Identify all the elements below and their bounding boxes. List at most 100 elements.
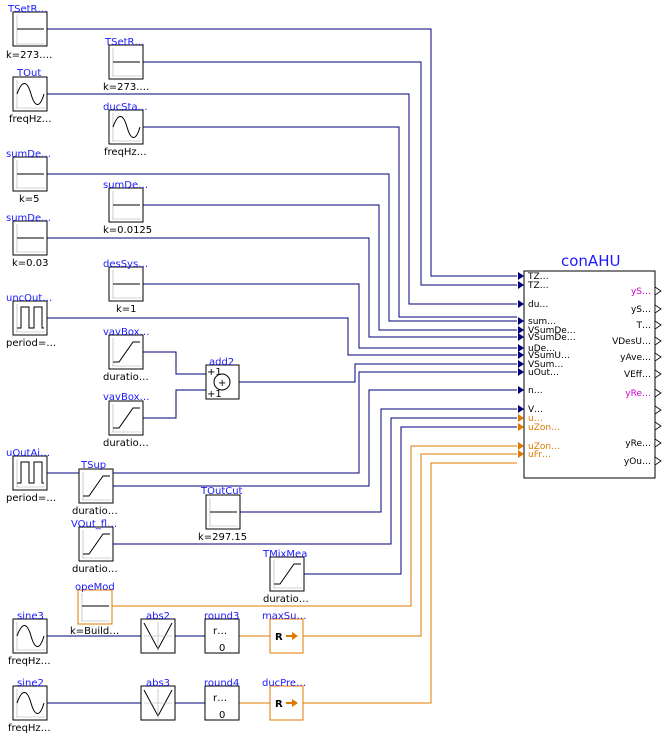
conahu-input-port[interactable]	[518, 442, 524, 450]
block-sine2[interactable]: sine2 freqHz…	[8, 678, 51, 734]
block-name: sumDe…	[6, 213, 51, 224]
conahu-input-port[interactable]	[518, 272, 524, 280]
block-name: TSup	[80, 460, 106, 471]
conahu-input-port[interactable]	[518, 360, 524, 368]
conahu-input-label: V…	[528, 405, 543, 415]
block-opemod[interactable]: opeMod k=Build…	[70, 582, 119, 637]
conahu-input-port[interactable]	[518, 423, 524, 431]
block-round4[interactable]: r… 0 round4	[204, 678, 240, 721]
conahu-output-port[interactable]	[654, 286, 662, 296]
conahu-output-port[interactable]	[654, 456, 662, 466]
conahu-output-label: yOu…	[624, 457, 651, 467]
conahu-input-port[interactable]	[518, 281, 524, 289]
block-add2[interactable]: + +1 +1 add2	[205, 357, 240, 400]
conahu-input-port[interactable]	[518, 344, 524, 352]
conahu-output-port[interactable]	[654, 369, 662, 379]
block-uoutair[interactable]: uOutAi… period=…	[6, 448, 56, 504]
conahu-input-port[interactable]	[518, 351, 524, 359]
wire-tsetroo2	[143, 61, 517, 286]
block-name: round4	[204, 678, 239, 689]
block-sumdes1[interactable]: sumDe… k=5	[6, 149, 51, 205]
block-vavbox2[interactable]: vavBox… duratio…	[103, 392, 150, 449]
wire-uoutair	[47, 371, 517, 474]
wire-ducsta	[143, 126, 517, 318]
conahu-output-label: VDesU…	[612, 337, 651, 347]
block-ducsta[interactable]: ducSta… freqHz…	[103, 102, 148, 158]
block-sumdes3[interactable]: sumDe… k=0.03	[6, 213, 51, 269]
conahu-inputs: TZ…TZ…du…sum…VSumDe…VSumDe…uDe…VSumU…VSu…	[518, 272, 576, 460]
conahu-input-port[interactable]	[518, 386, 524, 394]
block-name: abs2	[146, 611, 170, 622]
conahu-input-port[interactable]	[518, 368, 524, 376]
conahu-output-port[interactable]	[654, 388, 662, 398]
block-param: freqHz…	[104, 147, 147, 158]
block-voutflow[interactable]: VOut_fl… duratio…	[71, 519, 118, 575]
conahu-input-port[interactable]	[518, 450, 524, 458]
block-param: period=…	[6, 493, 56, 504]
conahu-output-label: VEff…	[624, 370, 651, 380]
conahu-input-label: n…	[528, 386, 543, 396]
block-param: k=273.…	[103, 82, 149, 93]
conahu-input-port[interactable]	[518, 414, 524, 422]
conahu-output-port[interactable]	[654, 421, 662, 431]
ducpre-symbol: R	[275, 699, 283, 710]
block-tsetroo1[interactable]: TSetR… k=273.…	[6, 4, 52, 61]
block-dessys[interactable]: desSys… k=1	[103, 259, 148, 315]
conahu-output-port[interactable]	[654, 352, 662, 362]
block-name: TSetR…	[104, 37, 144, 48]
block-sumdes2[interactable]: sumDe… k=0.0125	[103, 180, 152, 236]
conahu-output-port[interactable]	[654, 320, 662, 330]
add2-input2-sign: +1	[207, 389, 222, 400]
block-tout[interactable]: TOut freqHz…	[9, 68, 52, 125]
conahu-input-port[interactable]	[518, 405, 524, 413]
wire-dessys	[143, 283, 517, 349]
conahu-input-label: uDe…	[528, 344, 555, 354]
conahu-input-label: du…	[528, 300, 548, 310]
block-toutcut[interactable]: TOutCut k=297.15	[198, 486, 247, 543]
block-round3[interactable]: r… 0 round3	[204, 611, 240, 654]
block-name: vavBox…	[103, 327, 150, 338]
conahu-input-port[interactable]	[518, 333, 524, 341]
wire-vavbox1	[143, 351, 206, 375]
block-param: duratio…	[103, 438, 149, 449]
conahu-outputs: yS…yS…T…VDesU…yAve…VEff…yRe…yRe…yOu…	[612, 286, 662, 467]
conahu-input-port[interactable]	[518, 317, 524, 325]
conahu-output-port[interactable]	[654, 304, 662, 314]
conahu-input-port[interactable]	[518, 300, 524, 308]
block-tsup[interactable]: TSup duratio…	[72, 460, 118, 517]
block-vavbox1[interactable]: vavBox… duratio…	[103, 327, 150, 383]
conahu-input-port[interactable]	[518, 326, 524, 334]
conahu-output-label: yRe…	[625, 439, 651, 449]
block-abs3[interactable]: abs3	[140, 678, 176, 721]
conahu-output-port[interactable]	[654, 405, 662, 415]
conahu-title: conAHU	[561, 252, 620, 270]
conahu-output-port[interactable]	[654, 336, 662, 346]
block-param: duratio…	[72, 506, 118, 517]
block-name: TOut	[16, 68, 41, 79]
block-param: k=297.15	[198, 532, 247, 543]
conahu-input-label: sum…	[528, 317, 556, 327]
block-abs2[interactable]: abs2	[140, 611, 176, 654]
block-param: k=Build…	[70, 626, 119, 637]
wire-sumdes1	[47, 173, 517, 322]
conahu-input-label: VSumU…	[528, 351, 570, 361]
conahu-output-port[interactable]	[654, 438, 662, 448]
block-sine3[interactable]: sine3 freqHz…	[8, 611, 51, 667]
block-uncout[interactable]: uncOut… period=…	[6, 293, 56, 349]
round3-value: 0	[219, 643, 225, 654]
conahu-input-label: uZon…	[528, 423, 560, 433]
conahu-input-label: u…	[528, 414, 543, 424]
block-ducpre[interactable]: R ducPre…	[262, 678, 306, 721]
block-param: freqHz…	[9, 114, 52, 125]
block-maxsup[interactable]: R maxSu…	[262, 611, 306, 654]
block-tsetroo2[interactable]: TSetR… k=273.…	[103, 37, 149, 93]
block-tmixmea[interactable]: TMixMea duratio…	[262, 549, 309, 605]
block-name: vavBox…	[103, 392, 150, 403]
block-conahu[interactable]: conAHU TZ…TZ…du…sum…VSumDe…VSumDe…uDe…VS…	[518, 252, 662, 479]
wire-sumdes3	[47, 237, 517, 338]
round3-label: r…	[213, 626, 227, 637]
round4-value: 0	[219, 710, 225, 721]
wire-tmixmea	[304, 426, 517, 575]
wire-maxsup	[303, 453, 517, 637]
block-param: k=1	[116, 304, 137, 315]
